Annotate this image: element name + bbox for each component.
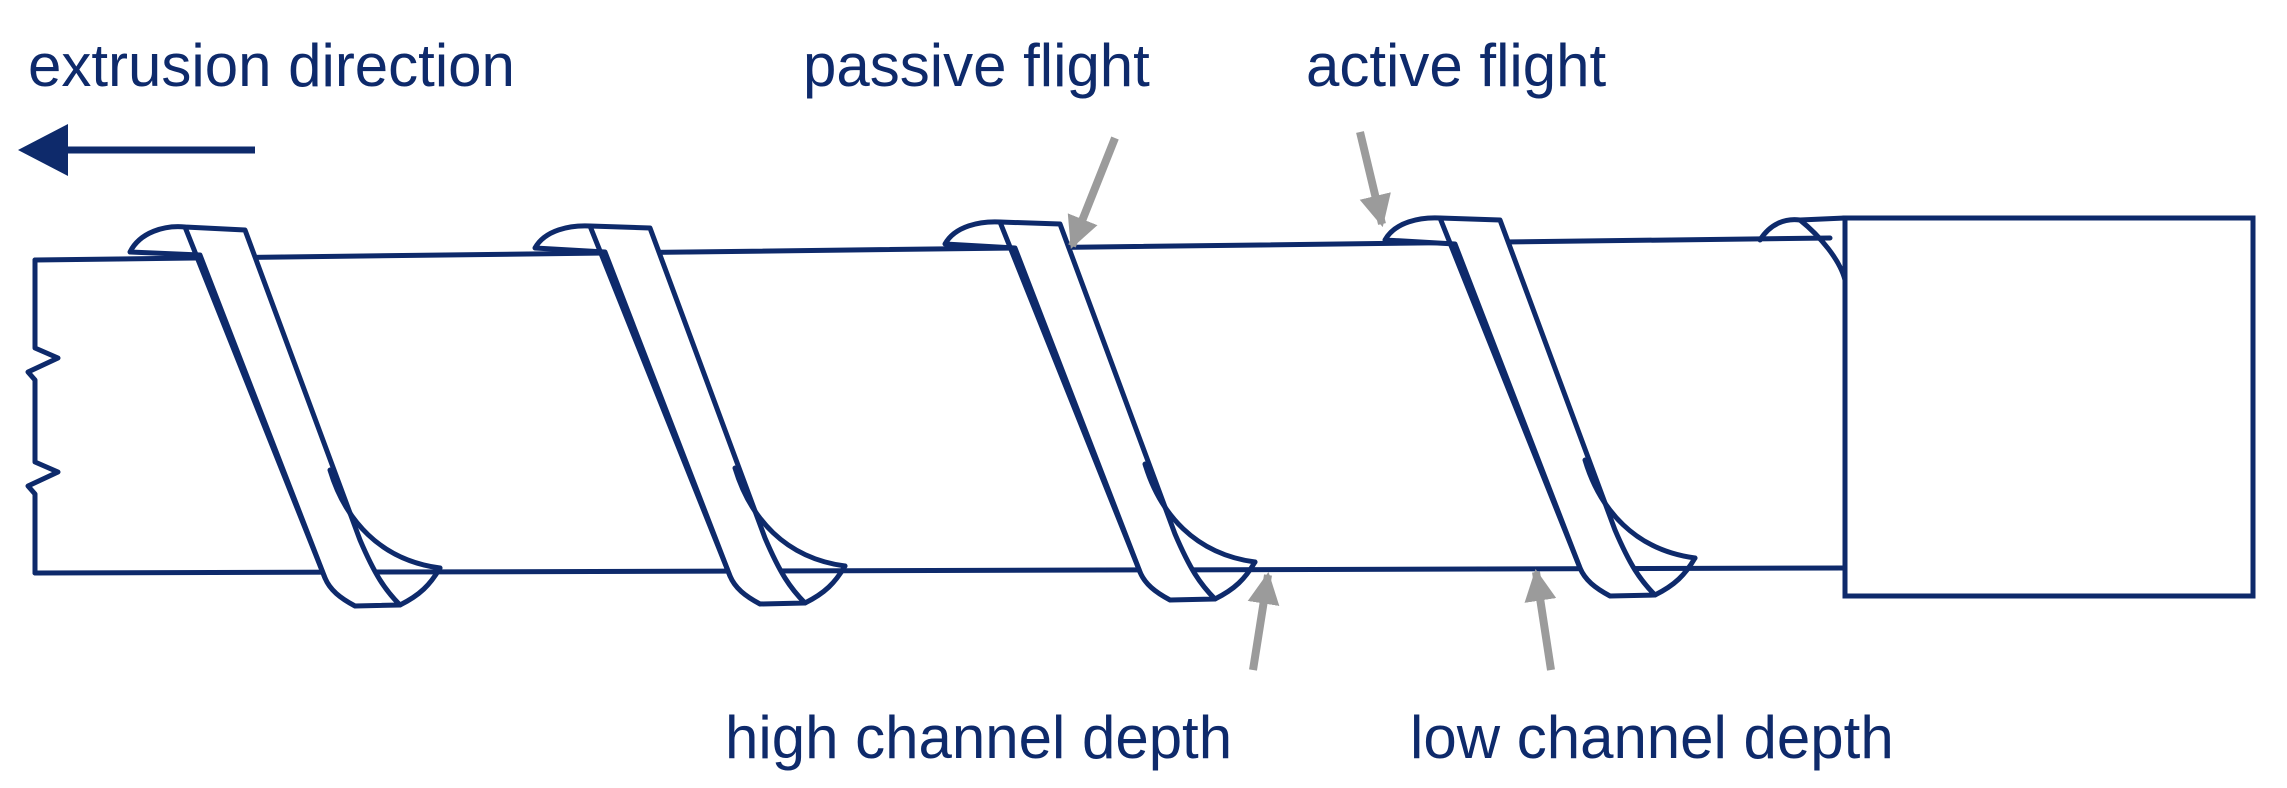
low-channel-depth-pointer	[1524, 568, 1557, 671]
shaft-right-end	[1797, 217, 1848, 571]
shaft-top-edge	[32, 235, 1833, 263]
passive-flight-label: passive flight	[803, 32, 1150, 99]
high-channel-depth-label: high channel depth	[725, 704, 1232, 771]
screw-flight-1	[127, 224, 443, 609]
drive-block	[1842, 215, 2256, 599]
high-channel-depth-pointer	[1247, 571, 1280, 671]
screw-flight-stub	[1757, 217, 1803, 243]
passive-flight-pointer	[1067, 136, 1119, 249]
drive-block-top-join	[1799, 215, 1846, 223]
shaft-break-line	[25, 257, 61, 576]
extrusion-direction-arrow	[18, 124, 255, 176]
screw-flight-4	[1382, 215, 1698, 599]
low-channel-depth-label: low channel depth	[1410, 704, 1894, 771]
screw-flight-3	[942, 219, 1258, 603]
active-flight-label: active flight	[1306, 32, 1606, 99]
shaft-bottom-edge	[32, 565, 1848, 576]
extrusion-direction-label: extrusion direction	[28, 32, 515, 99]
active-flight-pointer	[1356, 131, 1391, 228]
screw-flight-2	[532, 223, 848, 607]
